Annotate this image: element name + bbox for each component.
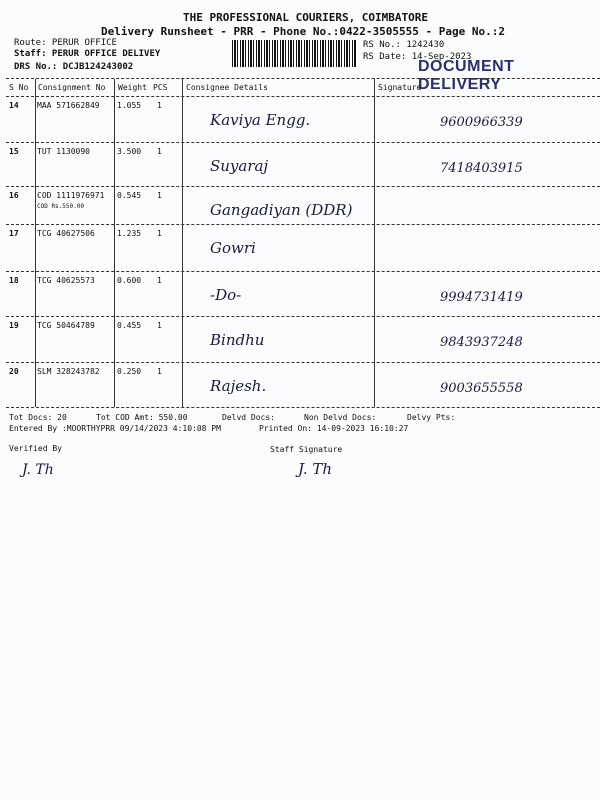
row-weight: 1.235 <box>117 229 142 238</box>
non-delivered-docs: Non Delvd Docs: <box>304 413 377 422</box>
row-pcs: 1 <box>157 367 162 376</box>
row-consignment-no: TCG 40625573 <box>37 276 95 285</box>
row-consignee-handwritten: Bindhu <box>210 331 265 349</box>
row-pcs: 1 <box>157 229 162 238</box>
staff-signature-label: Staff Signature <box>270 445 343 454</box>
barcode <box>232 40 357 67</box>
row-sno: 14 <box>9 101 19 110</box>
col-weight: Weight <box>118 83 147 92</box>
row-sno: 17 <box>9 229 19 238</box>
row-divider <box>6 316 600 317</box>
row-signature-handwritten: 9843937248 <box>440 335 523 350</box>
row-consignee-handwritten: -Do- <box>210 286 242 304</box>
runsheet-subtitle: Delivery Runsheet - PRR - Phone No.:0422… <box>101 25 505 38</box>
row-signature-handwritten: 7418403915 <box>440 161 523 176</box>
row-weight: 0.250 <box>117 367 142 376</box>
col-pcs: PCS <box>153 83 168 92</box>
row-weight: 0.545 <box>117 191 142 200</box>
entered-by: Entered By :MOORTHYPRR 09/14/2023 4:10:0… <box>9 424 221 433</box>
company-title: THE PROFESSIONAL COURIERS, COIMBATORE <box>183 11 429 24</box>
row-sno: 19 <box>9 321 19 330</box>
row-consignment-no: MAA 571662849 <box>37 101 100 110</box>
row-consignee-handwritten: Gangadiyan (DDR) <box>210 201 353 219</box>
row-divider <box>6 271 600 272</box>
route: Route: PERUR OFFICE <box>14 38 117 48</box>
row-cod-note: COD Rs.550.00 <box>37 203 84 210</box>
row-consignment-no: TCG 40627506 <box>37 229 95 238</box>
row-consignee-handwritten: Rajesh. <box>210 377 267 395</box>
col-signature: Signature <box>378 83 422 92</box>
col-consignee: Consignee Details <box>186 83 268 92</box>
row-divider <box>6 224 600 225</box>
row-pcs: 1 <box>157 147 162 156</box>
staff-signature: J. Th <box>298 460 333 478</box>
col-sno: S No <box>9 83 29 92</box>
verifier-signature: J. Th <box>22 462 54 478</box>
row-pcs: 1 <box>157 321 162 330</box>
row-sno: 18 <box>9 276 19 285</box>
delivery-points: Delvy Pts: <box>407 413 456 422</box>
rs-number: RS No.: 1242430 <box>363 40 445 50</box>
printed-on: Printed On: 14-09-2023 16:10:27 <box>259 424 409 433</box>
row-signature-handwritten: 9600966339 <box>440 115 523 130</box>
row-weight: 1.055 <box>117 101 142 110</box>
total-docs: Tot Docs: 20 <box>9 413 67 422</box>
row-sno: 15 <box>9 147 19 156</box>
row-divider <box>6 142 600 143</box>
document-delivery-stamp: DOCUMENT DELIVERY <box>418 58 515 93</box>
col-consignment: Consignment No <box>38 83 106 92</box>
row-pcs: 1 <box>157 191 162 200</box>
row-consignment-no: SLM 328243782 <box>37 367 100 376</box>
row-consignment-no: TUT 1130090 <box>37 147 90 156</box>
row-divider <box>6 407 600 408</box>
staff: Staff: PERUR OFFICE DELIVEY <box>14 49 161 59</box>
row-sno: 16 <box>9 191 19 200</box>
verified-by-label: Verified By <box>9 444 62 453</box>
row-pcs: 1 <box>157 276 162 285</box>
drs-number: DRS No.: DCJB124243002 <box>14 62 134 72</box>
total-cod: Tot COD Amt: 550.00 <box>96 413 188 422</box>
row-consignment-no: TCG 50464789 <box>37 321 95 330</box>
row-consignee-handwritten: Kaviya Engg. <box>210 111 311 129</box>
row-signature-handwritten: 9994731419 <box>440 290 523 305</box>
row-divider <box>6 362 600 363</box>
row-sno: 20 <box>9 367 19 376</box>
delivered-docs: Delvd Docs: <box>222 413 275 422</box>
row-signature-handwritten: 9003655558 <box>440 381 523 396</box>
row-consignment-no: COD 1111976971 <box>37 191 105 200</box>
row-pcs: 1 <box>157 101 162 110</box>
row-weight: 3.500 <box>117 147 142 156</box>
row-divider <box>6 186 600 187</box>
rs-date: RS Date: 14-Sep-2023 <box>363 52 472 62</box>
row-weight: 0.600 <box>117 276 142 285</box>
row-consignee-handwritten: Gowri <box>210 239 256 257</box>
row-consignee-handwritten: Suyaraj <box>210 157 269 175</box>
row-weight: 0.455 <box>117 321 142 330</box>
